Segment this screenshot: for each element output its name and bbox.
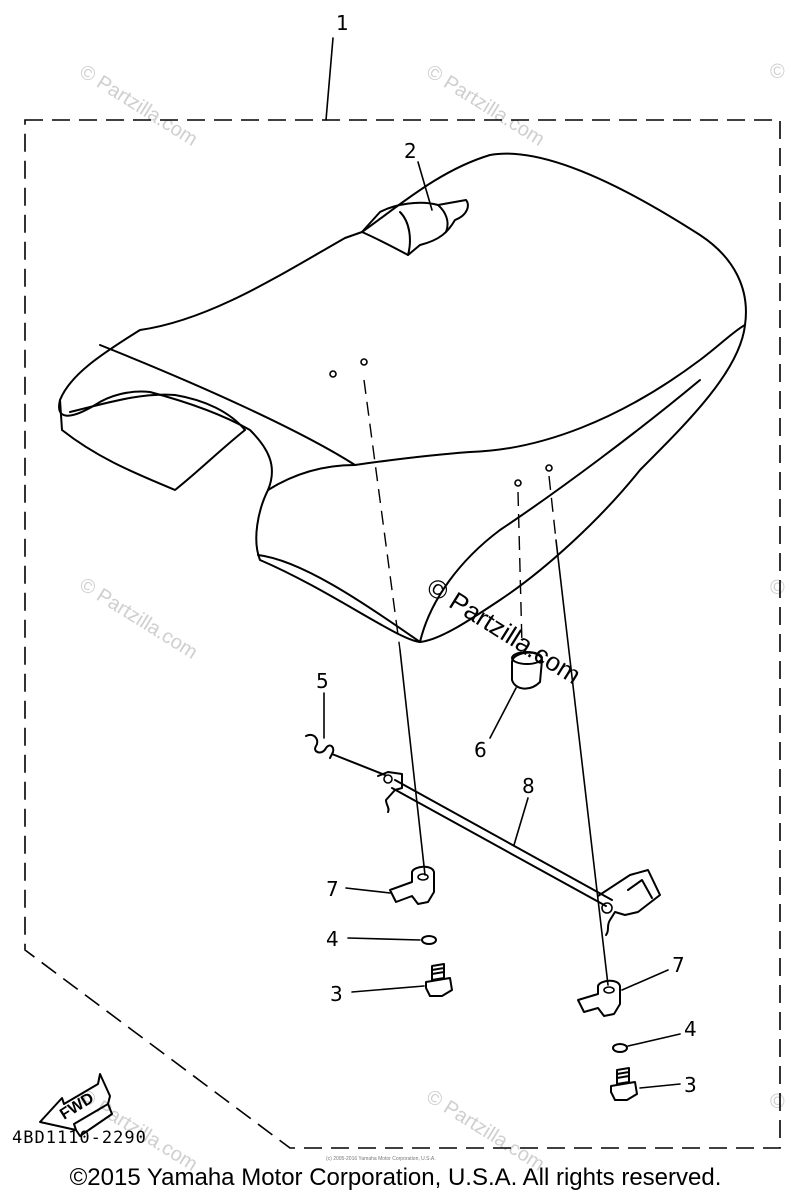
spring-coil [305,734,386,776]
bolt-part-3-right [610,1067,638,1101]
clamp-part-7-right [577,979,621,1017]
leader-3b [639,1083,681,1089]
rod-hook-left [377,771,403,813]
rod-lower [391,787,607,907]
seat-side-edge [257,464,421,643]
callout-7b: 7 [672,953,685,977]
leader-4b [627,1033,681,1047]
leader-2 [417,161,433,211]
clamp-body [577,979,621,1017]
mount-hole [360,358,368,366]
seat-front-pocket [59,399,246,491]
mount-hole [329,370,337,378]
callout-8: 8 [522,774,535,798]
rod-hook-hole [383,774,393,784]
rod-latch-fold [627,879,653,899]
watermark: © Partzilla.com [422,1086,548,1176]
leader-8 [513,797,529,846]
watermark: © Partzilla.com [75,61,201,151]
clamp-hole [417,873,429,881]
seat-outline [58,152,747,643]
alignment-line [548,475,557,541]
damper-body [511,651,543,690]
watermark-edge: © [770,577,785,599]
spring-part-5 [305,734,386,776]
rod-part-8 [377,771,661,936]
damper-top [511,651,543,665]
bolt-head [610,1081,638,1101]
leader-1 [325,37,334,121]
bolt-part-3-left [425,963,453,997]
tiny-notice: (c) 2005-2016 Yamaha Motor Corporation, … [326,1156,436,1162]
damper-part-6 [511,651,543,690]
fwd-arrow-depth [75,1103,113,1137]
leader-6 [489,687,517,739]
leader-3a [351,985,425,993]
fwd-arrow-shape [39,1073,111,1131]
callout-5: 5 [316,669,329,693]
alignment-line [517,491,523,646]
copyright-notice: ©2015 Yamaha Motor Corporation, U.S.A. A… [69,1164,722,1191]
callout-3a: 3 [330,982,343,1006]
part-code: 4BD1110-2290 [12,1128,147,1148]
seat-front-lip [69,393,246,431]
watermark-layer: © Partzilla.com © Partzilla.com © Partzi… [75,61,785,1176]
washer-part-4-left [421,935,437,945]
callout-7a: 7 [326,877,339,901]
rod-latch-right [597,869,661,936]
bolt-thread [431,963,445,981]
bolt-head [425,977,453,997]
clamp-body [389,865,435,905]
callout-6: 6 [474,738,487,762]
callout-4a: 4 [326,927,339,951]
bolt-thread [616,1067,630,1085]
callout-4b: 4 [684,1017,697,1041]
seat-rear-edge [419,379,701,643]
assembly-boundary [24,119,781,1149]
callout-3b: 3 [684,1073,697,1097]
washer-part-4-right [612,1043,628,1053]
leader-7a [345,887,391,894]
alignment-line [399,649,426,876]
seat-ridge [99,324,746,466]
fwd-label: FWD [57,1090,97,1124]
leader-4a [347,937,421,941]
rod-latch-hole [601,902,613,914]
seat-strap [361,199,469,256]
seat-strap-fold [399,204,449,256]
leader-7b [621,969,669,991]
mount-hole [514,479,522,487]
watermark: © Partzilla.com [422,61,548,151]
mount-hole [545,464,553,472]
callout-2: 2 [404,139,417,163]
alignment-line [555,539,609,986]
watermark-edge: © [770,61,785,83]
watermark-edge: © [770,1091,785,1113]
callout-1: 1 [336,11,349,35]
clamp-part-7-left [389,865,435,905]
clamp-hole [603,986,615,994]
rod-upper [394,779,613,901]
seat [58,152,747,643]
alignment-line [363,379,401,651]
watermark: © Partzilla.com [75,574,201,664]
